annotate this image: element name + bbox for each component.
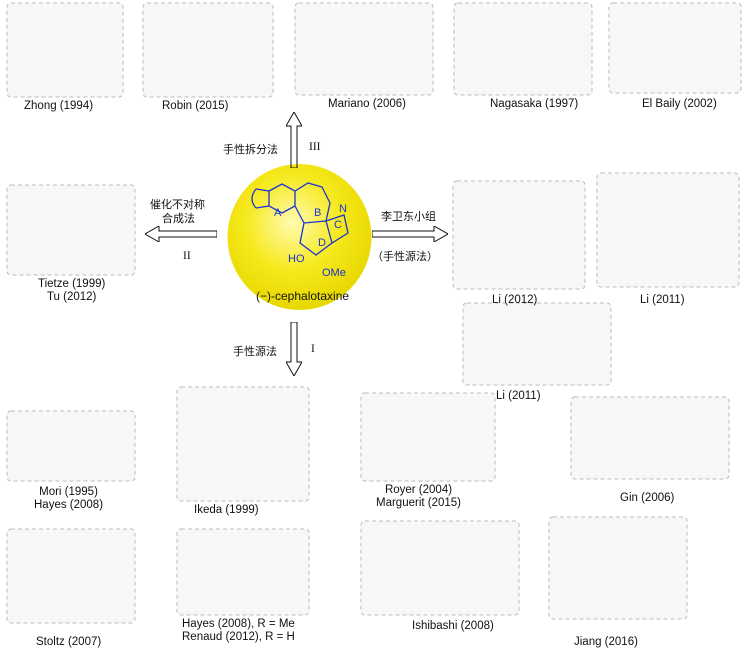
center-ome-label: OMe xyxy=(322,267,346,279)
route-ii-label-line2: 合成法 xyxy=(162,212,195,225)
structure-mori xyxy=(6,410,136,482)
hollow-arrow-up-icon xyxy=(285,110,303,169)
caption-li2011a: Li (2011) xyxy=(640,294,685,306)
structure-ikeda xyxy=(176,386,310,502)
structure-nagasaka xyxy=(453,2,593,96)
caption-ishibashi: Ishibashi (2008) xyxy=(412,620,494,632)
molecule-nagasaka-icon xyxy=(453,2,593,96)
molecule-elbaily-icon xyxy=(608,2,742,94)
structure-hayes xyxy=(176,528,310,616)
caption-tietze: Tietze (1999) Tu (2012) xyxy=(38,278,106,303)
caption-robin: Robin (2015) xyxy=(162,100,229,112)
structure-li2011b xyxy=(462,302,612,386)
structure-robin xyxy=(142,2,274,98)
caption-li2012: Li (2012) xyxy=(492,294,538,306)
caption-nagasaka: Nagasaka (1997) xyxy=(490,98,579,110)
route-ii-arrow xyxy=(143,225,218,247)
caption-li2011b: Li (2011) xyxy=(496,390,541,402)
caption-mori: Mori (1995) Hayes (2008) xyxy=(34,486,104,511)
molecule-royer-icon xyxy=(360,392,496,482)
route-li-label-line2: （手性源法） xyxy=(372,250,438,263)
caption-ikeda: Ikeda (1999) xyxy=(194,504,259,516)
caption-stoltz: Stoltz (2007) xyxy=(36,636,102,648)
center-n-label: N xyxy=(339,203,347,215)
center-ho-label: HO xyxy=(288,253,305,265)
hollow-arrow-left-icon xyxy=(143,225,218,243)
molecule-jiang-icon xyxy=(548,516,688,620)
structure-elbaily xyxy=(608,2,742,94)
molecule-tietze-icon xyxy=(6,184,136,276)
ring-a-label: A xyxy=(274,207,282,219)
structure-li2012 xyxy=(452,180,586,290)
structure-royer xyxy=(360,392,496,482)
ring-b-label: B xyxy=(314,207,322,219)
structure-li2011a xyxy=(596,172,740,288)
ring-c-label: C xyxy=(334,219,342,231)
caption-elbaily: El Baily (2002) xyxy=(642,98,717,110)
structure-stoltz xyxy=(6,528,136,624)
structure-tietze xyxy=(6,184,136,276)
hollow-arrow-right-icon xyxy=(371,225,450,243)
route-li-arrow xyxy=(371,225,450,247)
route-i-numeral: I xyxy=(311,343,315,355)
structure-zhong xyxy=(6,2,124,98)
caption-hayes: Hayes (2008), R = Me Renaud (2012), R = … xyxy=(182,618,295,643)
molecule-hayes-icon xyxy=(176,528,310,616)
route-li-label-line1: 李卫东小组 xyxy=(381,210,436,223)
molecule-mori-icon xyxy=(6,410,136,482)
route-i-arrow xyxy=(285,321,303,381)
structure-ishibashi xyxy=(360,520,520,616)
molecule-li2012-icon xyxy=(452,180,586,290)
caption-royer: Royer (2004) Marguerit (2015) xyxy=(376,484,462,509)
route-iii-label: 手性拆分法 xyxy=(223,143,278,156)
route-ii-label-line1: 催化不对称 xyxy=(150,198,205,211)
molecule-ikeda-icon xyxy=(176,386,310,502)
caption-jiang: Jiang (2016) xyxy=(574,636,638,648)
route-i-label: 手性源法 xyxy=(233,345,277,358)
structure-jiang xyxy=(548,516,688,620)
route-iii-numeral: III xyxy=(309,141,321,153)
structure-mariano xyxy=(294,2,434,96)
molecule-mariano-icon xyxy=(294,2,434,96)
route-iii-arrow xyxy=(285,110,303,173)
yellow-sphere-icon xyxy=(227,164,372,310)
caption-zhong: Zhong (1994) xyxy=(24,100,94,112)
route-ii-numeral: II xyxy=(183,250,191,262)
caption-mariano: Mariano (2006) xyxy=(328,98,406,110)
molecule-li2011a-icon xyxy=(596,172,740,288)
molecule-stoltz-icon xyxy=(6,528,136,624)
hollow-arrow-down-icon xyxy=(285,321,303,378)
cephalotaxine-center: A B C D N HO OMe (−)-cephalotaxine xyxy=(226,163,373,311)
molecule-gin-icon xyxy=(570,396,730,480)
ring-d-label: D xyxy=(318,237,326,249)
center-compound-name: (−)-cephalotaxine xyxy=(256,289,350,303)
molecule-zhong-icon xyxy=(6,2,124,98)
molecule-ishibashi-icon xyxy=(360,520,520,616)
molecule-li2011b-icon xyxy=(462,302,612,386)
structure-gin xyxy=(570,396,730,480)
molecule-robin-icon xyxy=(142,2,274,98)
caption-gin: Gin (2006) xyxy=(620,492,675,504)
